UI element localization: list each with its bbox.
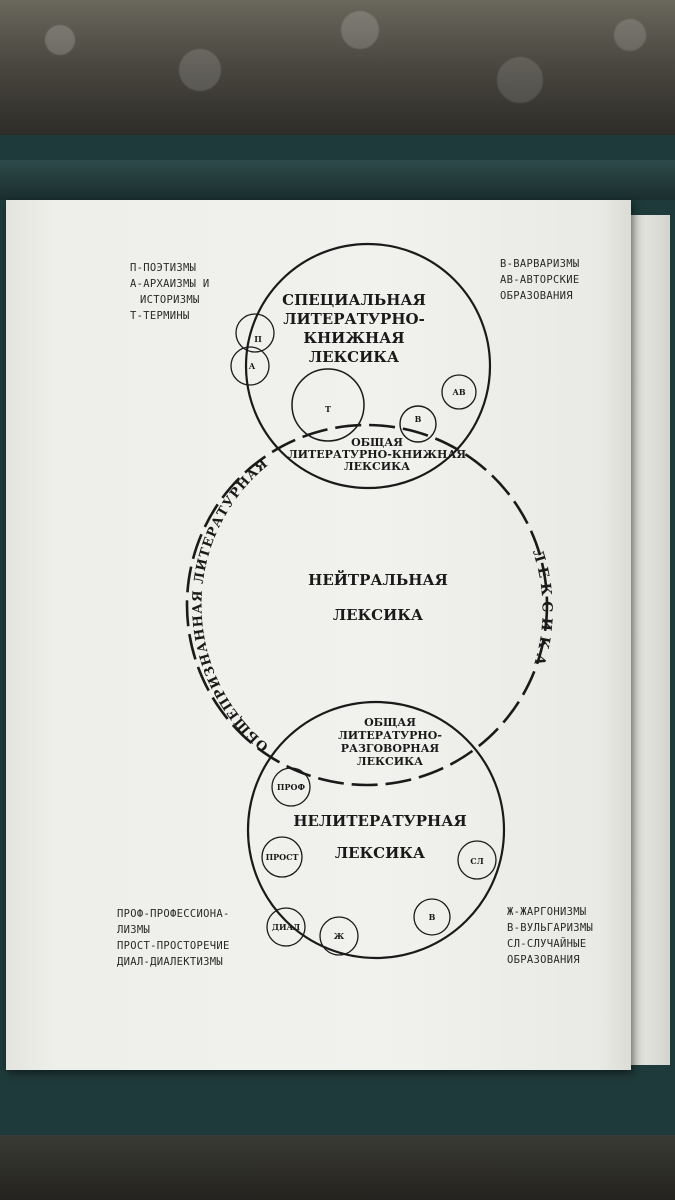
subcircle-sl: СЛ — [457, 840, 497, 880]
subcircle-v-top: В — [399, 405, 437, 443]
subcircle-prof: ПРОФ — [271, 767, 311, 807]
svg-text:Т: Т — [325, 404, 331, 414]
svg-text:ЛИТЕРАТУРНО-: ЛИТЕРАТУРНО- — [283, 310, 425, 328]
legend-item: АВ-АВТОРСКИЕ — [500, 274, 580, 286]
book-page — [6, 200, 631, 1070]
legend-top-right: В-ВАРВАРИЗМЫ АВ-АВТОРСКИЕ ОБРАЗОВАНИЯ — [500, 256, 579, 304]
arc-label-generally-accepted: ОБЩЕПРИЗНАННАЯ ЛИТЕРАТУРНАЯ — [190, 456, 271, 754]
circle-nonliterary-lexicon — [246, 700, 506, 960]
subcircle-dial: ДИАЛ — [266, 907, 306, 947]
svg-text:СПЕЦИАЛЬНАЯ: СПЕЦИАЛЬНАЯ — [282, 291, 426, 309]
svg-text:ЛИТЕРАТУРНО-КНИЖНАЯ: ЛИТЕРАТУРНО-КНИЖНАЯ — [288, 448, 466, 461]
svg-text:ЛЕКСИКА: ЛЕКСИКА — [333, 606, 424, 624]
svg-text:ЛЕКСИКА: ЛЕКСИКА — [309, 348, 400, 366]
circle-special-lexicon — [244, 242, 492, 490]
table-surface — [0, 1135, 675, 1200]
subcircle-t: Т — [291, 368, 365, 442]
svg-text:ЛЕКСИКА: ЛЕКСИКА — [335, 844, 426, 862]
svg-text:СЛ: СЛ — [470, 856, 483, 866]
legend-bottom-right: Ж-ЖАРГОНИЗМЫ В-ВУЛЬГАРИЗМЫ СЛ-СЛУЧАЙНЫЕ … — [507, 904, 593, 968]
next-page-edge — [630, 215, 670, 1065]
label-common-colloquial-lexicon: ОБЩАЯ ЛИТЕРАТУРНО- РАЗГОВОРНАЯ ЛЕКСИКА — [338, 716, 442, 768]
subcircle-av: АВ — [441, 374, 477, 410]
subcircle-p: П — [235, 313, 275, 353]
arc-label-lexicon: ЛЕКСИКА — [529, 548, 555, 672]
background-lace — [0, 0, 675, 120]
svg-text:АВ: АВ — [452, 387, 466, 397]
label-common-bookish-lexicon: ОБЩАЯ ЛИТЕРАТУРНО-КНИЖНАЯ ЛЕКСИКА — [288, 436, 466, 473]
legend-item: ИСТОРИЗМЫ — [140, 294, 200, 306]
svg-text:ПРОСТ: ПРОСТ — [266, 852, 299, 862]
svg-text:ОБЩАЯ: ОБЩАЯ — [351, 436, 403, 449]
svg-text:Ж: Ж — [334, 931, 345, 941]
svg-text:НЕЛИТЕРАТУРНАЯ: НЕЛИТЕРАТУРНАЯ — [293, 812, 466, 830]
circle-neutral-lexicon — [185, 423, 549, 787]
svg-text:ОБЩАЯ: ОБЩАЯ — [364, 716, 416, 729]
legend-item: П-ПОЭТИЗМЫ — [130, 262, 197, 274]
legend-item: ОБРАЗОВАНИЯ — [507, 954, 580, 966]
subcircle-zh: Ж — [319, 916, 359, 956]
legend-item: ДИАЛ-ДИАЛЕКТИЗМЫ — [117, 956, 223, 968]
svg-text:В: В — [415, 414, 422, 424]
svg-text:КНИЖНАЯ: КНИЖНАЯ — [303, 329, 404, 347]
label-neutral-lexicon: НЕЙТРАЛЬНАЯ ЛЕКСИКА — [308, 570, 448, 624]
svg-text:ЛЕКСИКА: ЛЕКСИКА — [344, 460, 410, 473]
subcircle-prost: ПРОСТ — [261, 836, 303, 878]
label-special-lexicon: СПЕЦИАЛЬНАЯ ЛИТЕРАТУРНО- КНИЖНАЯ ЛЕКСИКА — [282, 291, 426, 366]
legend-item: ОБРАЗОВАНИЯ — [500, 290, 573, 302]
svg-text:А: А — [249, 361, 256, 371]
svg-text:РАЗГОВОРНАЯ: РАЗГОВОРНАЯ — [341, 742, 440, 755]
background-curtain — [0, 0, 675, 140]
svg-text:ПРОФ: ПРОФ — [277, 782, 306, 792]
svg-text:ЛЕКСИКА: ЛЕКСИКА — [357, 755, 423, 768]
legend-item: ПРОФ-ПРОФЕССИОНА- — [117, 908, 230, 920]
legend-item: СЛ-СЛУЧАЙНЫЕ — [507, 938, 587, 950]
label-nonliterary-lexicon: НЕЛИТЕРАТУРНАЯ ЛЕКСИКА — [293, 812, 466, 862]
subcircle-v-bottom: В — [413, 898, 451, 936]
legend-top-left: П-ПОЭТИЗМЫ А-АРХАИЗМЫ И ИСТОРИЗМЫ Т-ТЕРМ… — [130, 260, 209, 324]
svg-text:ЛИТЕРАТУРНО-: ЛИТЕРАТУРНО- — [338, 729, 442, 742]
legend-bottom-left: ПРОФ-ПРОФЕССИОНА- ЛИЗМЫ ПРОСТ-ПРОСТОРЕЧИ… — [117, 906, 230, 970]
svg-text:НЕЙТРАЛЬНАЯ: НЕЙТРАЛЬНАЯ — [308, 570, 448, 589]
svg-text:В: В — [429, 912, 436, 922]
legend-item: А-АРХАИЗМЫ И — [130, 278, 210, 290]
legend-item: В-ВУЛЬГАРИЗМЫ — [507, 922, 594, 934]
svg-text:П: П — [254, 334, 262, 344]
svg-text:ДИАЛ: ДИАЛ — [272, 922, 300, 932]
legend-item: В-ВАРВАРИЗМЫ — [500, 258, 580, 270]
book-cover-stripe — [0, 160, 675, 200]
legend-item: Ж-ЖАРГОНИЗМЫ — [507, 906, 587, 918]
legend-item: Т-ТЕРМИНЫ — [130, 310, 190, 322]
subcircle-a: А — [230, 346, 270, 386]
legend-item: ПРОСТ-ПРОСТОРЕЧИЕ — [117, 940, 230, 952]
legend-item: ЛИЗМЫ — [117, 924, 151, 936]
